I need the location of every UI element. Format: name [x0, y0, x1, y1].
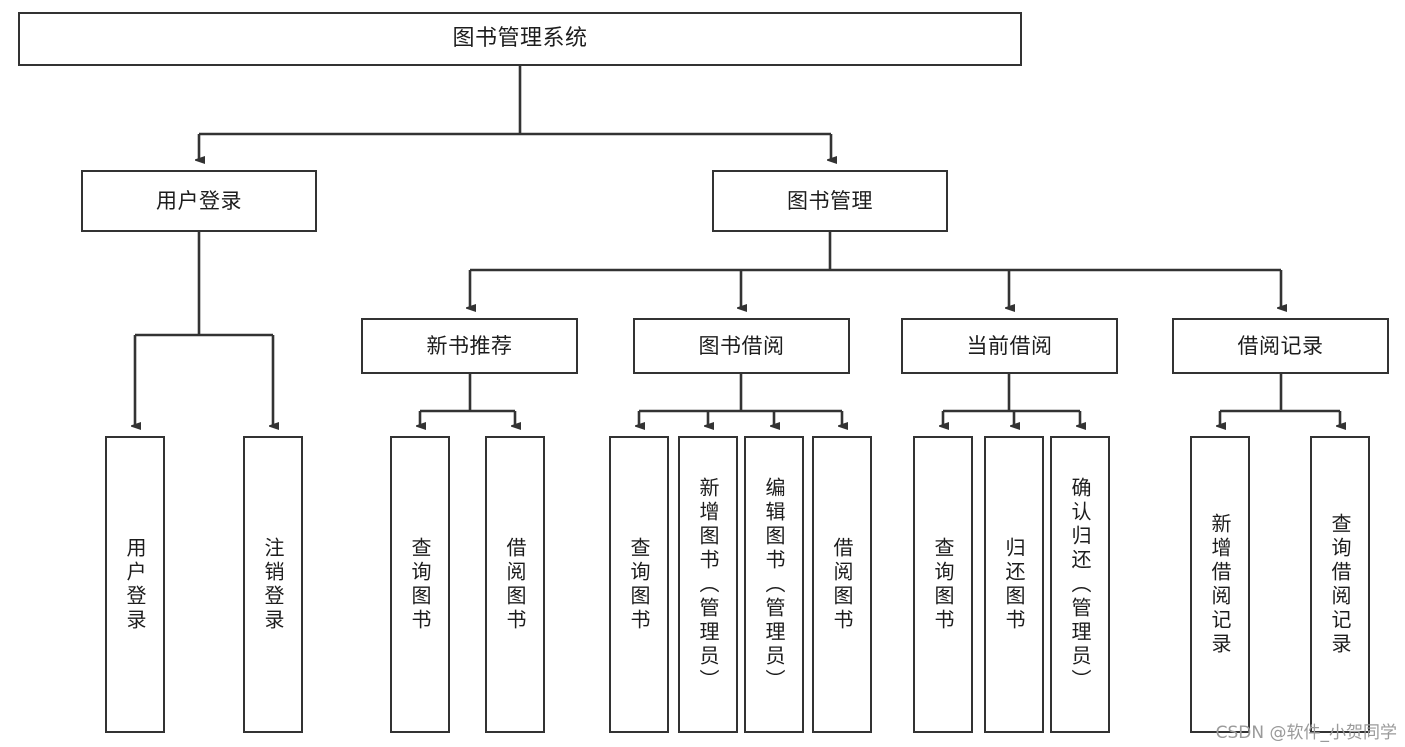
leaf-borrow-book[interactable]: 借阅图书 — [812, 436, 872, 733]
leaf-confirm-return-label: 确认归还（管理员） — [1068, 476, 1092, 693]
leaf-confirm-return[interactable]: 确认归还（管理员） — [1050, 436, 1110, 733]
node-user-login[interactable]: 用户登录 — [81, 170, 317, 232]
node-book-borrow[interactable]: 图书借阅 — [633, 318, 850, 374]
leaf-user-login-label: 用户登录 — [123, 536, 147, 633]
node-borrow-record[interactable]: 借阅记录 — [1172, 318, 1389, 374]
leaf-add-record[interactable]: 新增借阅记录 — [1190, 436, 1250, 733]
leaf-query-book-cur-label: 查询图书 — [931, 536, 955, 633]
node-book-manage-label: 图书管理 — [787, 188, 873, 213]
leaf-logout-label: 注销登录 — [261, 536, 285, 633]
leaf-borrow-book-label: 借阅图书 — [830, 536, 854, 633]
node-current-borrow[interactable]: 当前借阅 — [901, 318, 1118, 374]
leaf-query-book-rec-label: 查询图书 — [408, 536, 432, 633]
leaf-query-book-borrow-label: 查询图书 — [627, 536, 651, 633]
leaf-return-book-label: 归还图书 — [1002, 536, 1026, 633]
node-root[interactable]: 图书管理系统 — [18, 12, 1022, 66]
node-new-book-rec[interactable]: 新书推荐 — [361, 318, 578, 374]
node-book-borrow-label: 图书借阅 — [698, 333, 785, 358]
leaf-return-book[interactable]: 归还图书 — [984, 436, 1044, 733]
leaf-query-book-borrow[interactable]: 查询图书 — [609, 436, 669, 733]
leaf-query-book-rec[interactable]: 查询图书 — [390, 436, 450, 733]
leaf-add-book-label: 新增图书（管理员） — [696, 476, 720, 693]
leaf-edit-book[interactable]: 编辑图书（管理员） — [744, 436, 804, 733]
leaf-borrow-book-rec[interactable]: 借阅图书 — [485, 436, 545, 733]
leaf-add-book[interactable]: 新增图书（管理员） — [678, 436, 738, 733]
leaf-logout[interactable]: 注销登录 — [243, 436, 303, 733]
node-new-book-rec-label: 新书推荐 — [426, 333, 513, 358]
leaf-add-record-label: 新增借阅记录 — [1208, 512, 1232, 657]
node-user-login-label: 用户登录 — [156, 188, 242, 213]
node-book-manage[interactable]: 图书管理 — [712, 170, 948, 232]
watermark: CSDN @软件_小贺同学 — [1215, 723, 1397, 743]
leaf-edit-book-label: 编辑图书（管理员） — [762, 476, 786, 693]
node-current-borrow-label: 当前借阅 — [966, 333, 1053, 358]
leaf-user-login[interactable]: 用户登录 — [105, 436, 165, 733]
node-borrow-record-label: 借阅记录 — [1237, 333, 1324, 358]
leaf-query-book-cur[interactable]: 查询图书 — [913, 436, 973, 733]
leaf-query-record[interactable]: 查询借阅记录 — [1310, 436, 1370, 733]
leaf-borrow-book-rec-label: 借阅图书 — [503, 536, 527, 633]
node-root-label: 图书管理系统 — [452, 26, 588, 52]
leaf-query-record-label: 查询借阅记录 — [1328, 512, 1352, 657]
